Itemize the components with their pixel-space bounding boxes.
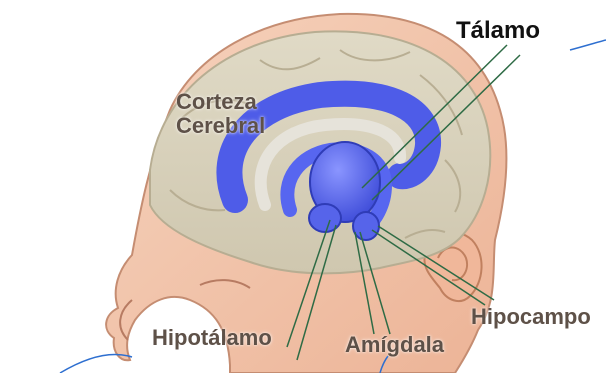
label-talamo: Tálamo — [456, 19, 540, 43]
label-hipotalamo: Hipotálamo — [152, 327, 272, 349]
label-corteza-cerebral: Corteza Cerebral — [176, 90, 265, 138]
amygdala-shape — [309, 204, 341, 232]
label-amigdala: Amígdala — [345, 334, 444, 356]
hippocampus-shape — [353, 212, 379, 240]
label-hipocampo: Hipocampo — [471, 306, 591, 328]
accent-stroke-top-right — [570, 40, 606, 50]
label-corteza-line1: Corteza — [176, 90, 265, 114]
label-corteza-line2: Cerebral — [176, 114, 265, 138]
